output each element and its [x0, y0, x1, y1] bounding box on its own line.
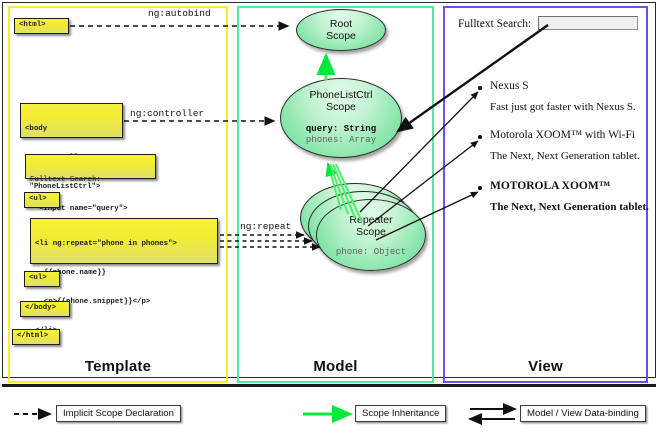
- panel-label-view: View: [528, 358, 563, 375]
- code-text: <html>: [19, 21, 46, 30]
- panel-view: [443, 6, 648, 383]
- code-text: <ul>: [29, 195, 47, 204]
- legend-divider: [2, 384, 656, 387]
- code-line: </li>: [35, 327, 213, 337]
- template-box-fulltext-search: Fulltext Search: <input name="query">: [25, 154, 156, 213]
- scope-title-line1: PhoneListCtrl: [309, 89, 373, 101]
- panel-template: [8, 6, 228, 383]
- scope-title-line2: Scope: [326, 30, 356, 42]
- code-line: <body: [25, 125, 48, 134]
- template-box-ul-close: <ul>: [24, 271, 60, 287]
- scope-ellipse-repeater: Repeater Scope phone: Object: [316, 199, 426, 271]
- scope-ellipse-root: Root Scope: [296, 9, 386, 51]
- scope-field: phones: Array: [305, 135, 377, 145]
- template-box-body-close: </body>: [20, 301, 70, 317]
- code-text: <ul>: [29, 274, 47, 283]
- view-item-name: Motorola XOOM™ with Wi-Fi: [490, 129, 636, 141]
- scope-title-line2: Scope: [356, 226, 386, 238]
- code-line: <input name="query">: [30, 204, 128, 213]
- code-line: <p>{{phone.snippet}}</p>: [35, 297, 151, 306]
- code-text: </html>: [17, 332, 49, 341]
- template-box-html-open: <html>: [14, 18, 69, 34]
- template-box-body-open: <body ng:controller= "PhoneListCtrl">: [20, 103, 123, 191]
- template-box-ul-open: <ul>: [24, 192, 60, 208]
- scope-title-line2: Scope: [326, 101, 356, 113]
- code-line: <li ng:repeat="phone in phones">: [35, 240, 177, 249]
- connector-label-repeat: ng:repeat: [240, 221, 292, 232]
- view-search-label: Fulltext Search:: [458, 18, 532, 30]
- scope-ellipse-phonelistctrl: PhoneListCtrl Scope query: String phones…: [280, 78, 402, 158]
- panel-label-model: Model: [313, 358, 358, 375]
- code-line: {{phone.name}}: [35, 268, 106, 277]
- list-bullet: [478, 135, 482, 139]
- list-bullet: [478, 86, 482, 90]
- legend-item-model-view-data-binding: Model / View Data-binding: [520, 405, 646, 422]
- code-text: </body>: [25, 304, 57, 313]
- list-bullet: [478, 186, 482, 190]
- panel-label-template: Template: [84, 358, 152, 375]
- scope-field: phone: Object: [335, 247, 407, 257]
- view-item-snippet: The Next, Next Generation tablet.: [490, 201, 649, 213]
- scope-title-line1: Repeater: [349, 214, 393, 226]
- view-search-input[interactable]: [538, 16, 638, 30]
- template-box-html-close: </html>: [12, 329, 60, 345]
- template-box-li-repeat: <li ng:repeat="phone in phones"> {{phone…: [30, 218, 218, 335]
- legend-arrow-double: [468, 403, 517, 425]
- code-line: Fulltext Search:: [30, 176, 101, 185]
- view-item-snippet: Fast just got faster with Nexus S.: [490, 101, 636, 113]
- scope-title-line1: Root: [329, 18, 353, 30]
- legend-item-scope-inheritance: Scope Inheritance: [355, 405, 447, 422]
- connector-label-autobind: ng:autobind: [148, 8, 211, 19]
- view-item-name: MOTOROLA XOOM™: [490, 180, 611, 192]
- view-item-name: Nexus S: [490, 80, 529, 92]
- scope-field: query: String: [305, 124, 377, 134]
- connector-label-controller: ng:controller: [130, 108, 205, 119]
- legend-item-implicit-scope-declaration: Implicit Scope Declaration: [56, 405, 181, 422]
- code-line: "PhoneListCtrl">: [25, 182, 101, 191]
- view-item-snippet: The Next, Next Generation tablet.: [490, 150, 640, 162]
